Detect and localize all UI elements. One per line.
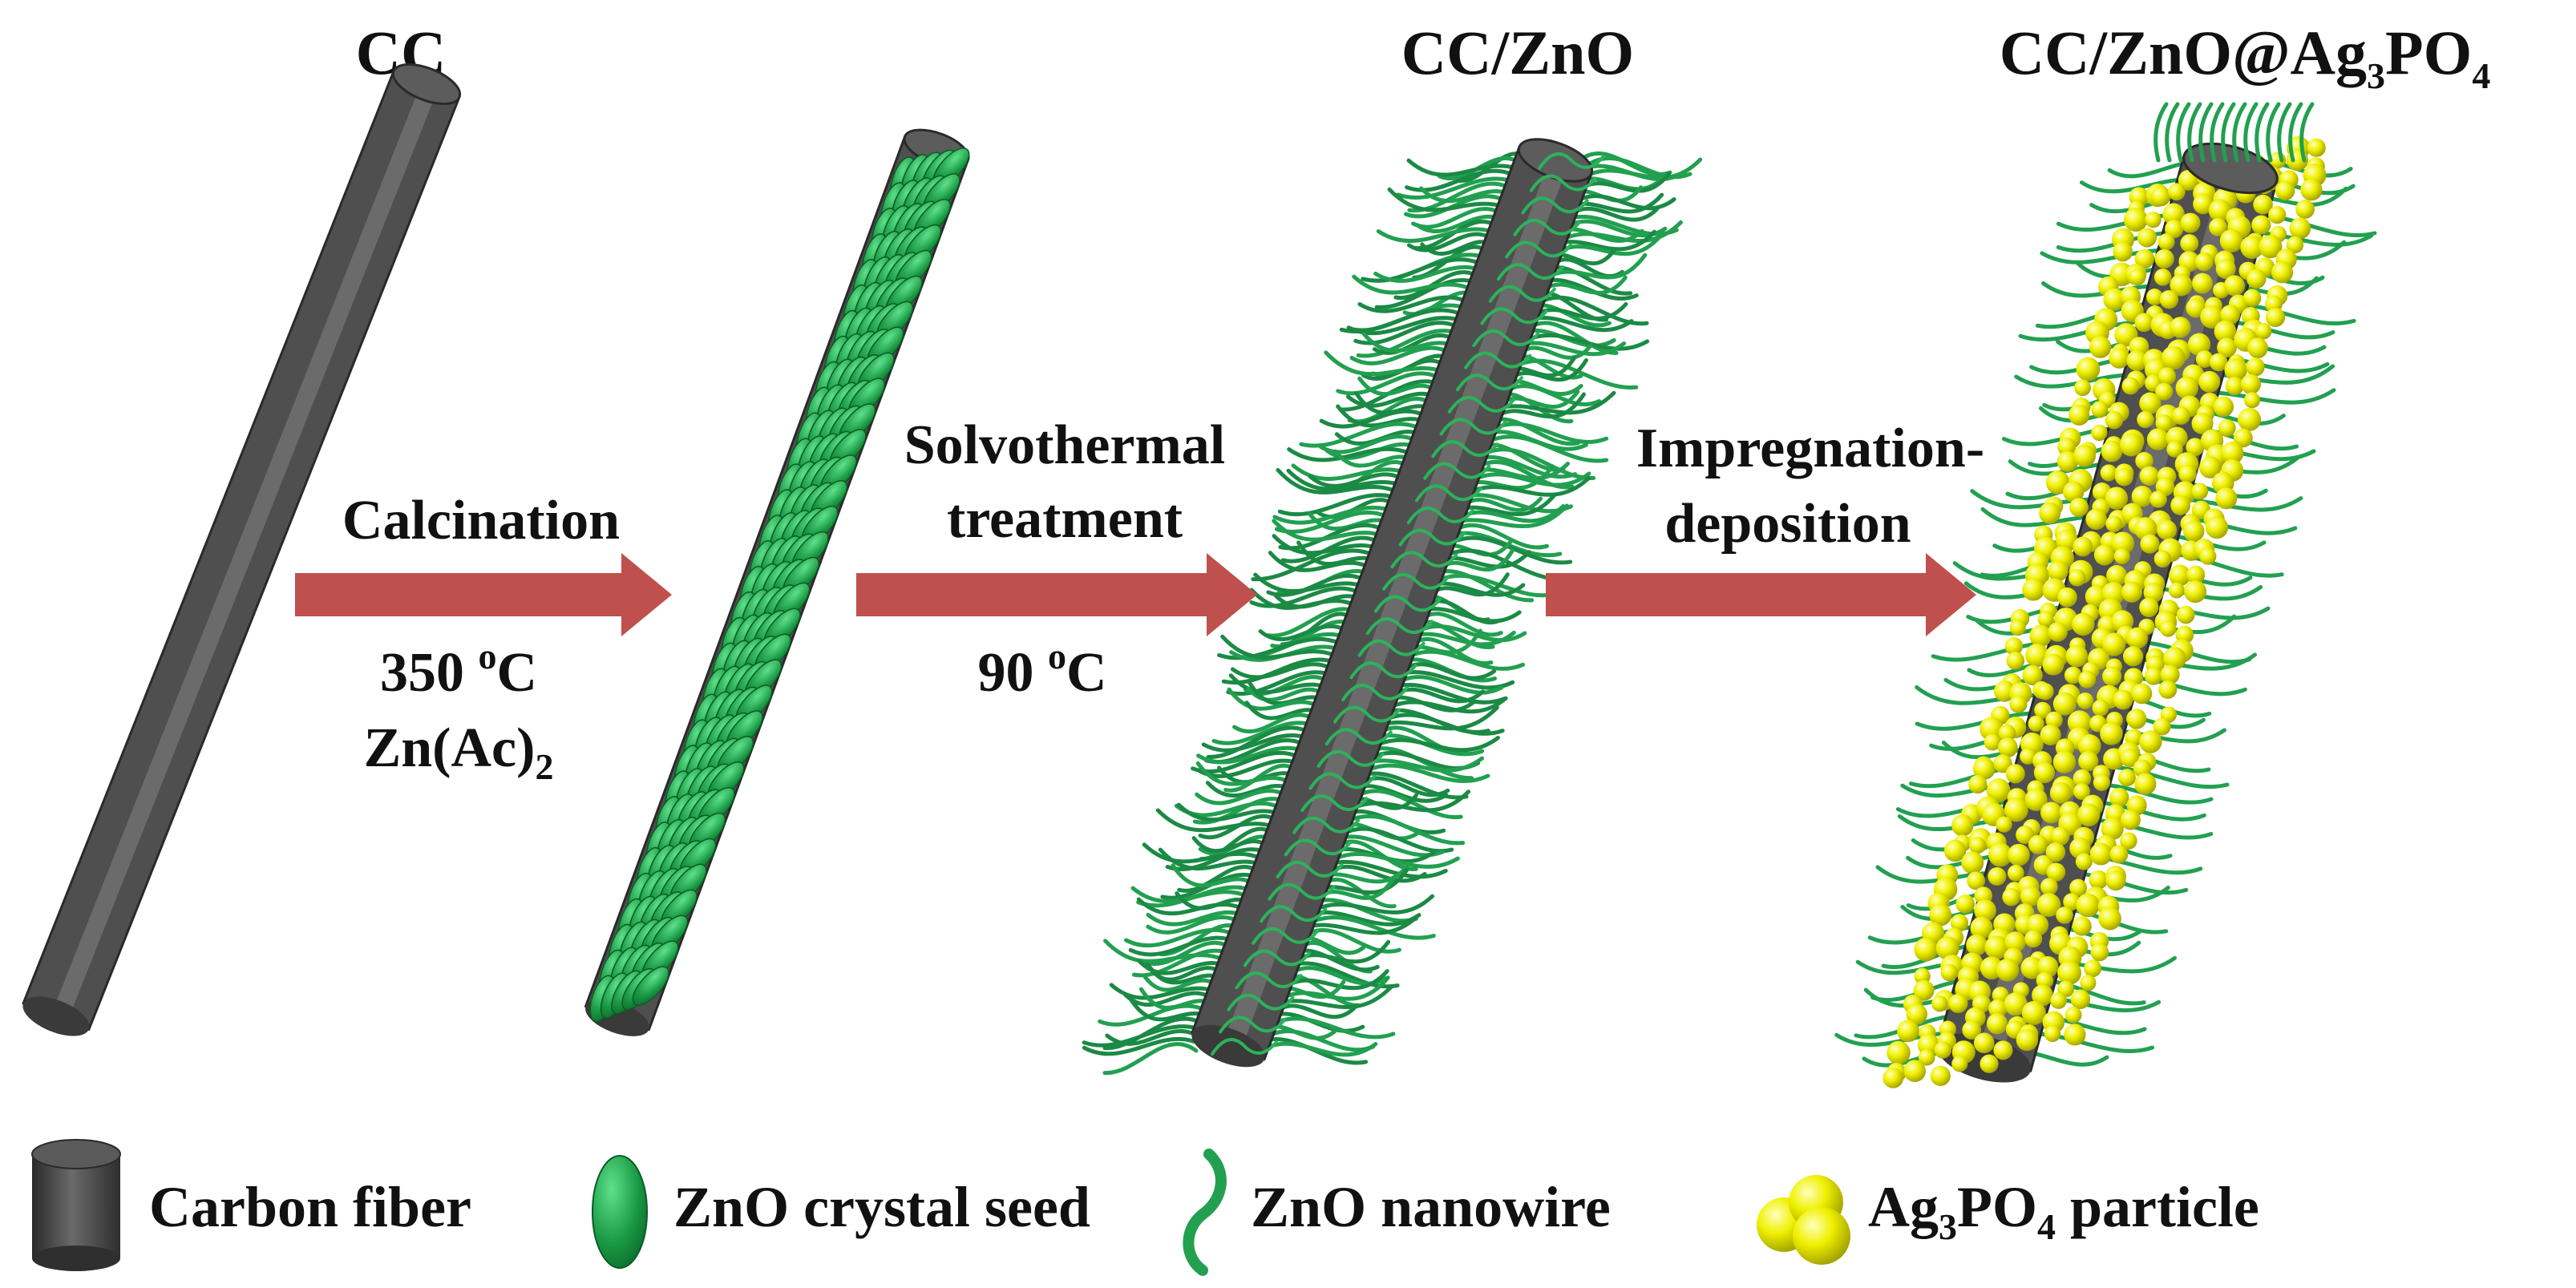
legend-ag3po4-particle-label: Ag3PO4 particle — [1868, 1175, 2259, 1247]
legend-zno-seed-label: ZnO crystal seed — [673, 1175, 1090, 1239]
zno-seed-legend-icon — [592, 1155, 648, 1269]
arrow-impregnation — [1546, 553, 1976, 636]
step-impregnation-label-line2: deposition — [1664, 493, 1911, 555]
step-solvothermal-label-line1: Solvothermal — [904, 414, 1226, 476]
legend-zno-nanowire-label: ZnO nanowire — [1251, 1175, 1611, 1239]
legend: Carbon fiber ZnO crystal seed ZnO nanowi… — [31, 1139, 2259, 1276]
step-calcination-reagent: Zn(Ac)2 — [364, 717, 554, 787]
step-solvothermal-label-line2: treatment — [947, 488, 1183, 550]
arrow-solvothermal — [856, 553, 1257, 636]
arrow-calcination — [295, 553, 672, 636]
title-cc-zno-ag3po4: CC/ZnO@Ag3PO4 — [2000, 18, 2491, 96]
ag3po4-particle-legend-icon — [1757, 1175, 1850, 1265]
step-calcination-temperature: 350 oC — [380, 636, 537, 704]
carbon-fiber-legend-icon — [31, 1139, 121, 1271]
cc-zno-ag3po4 — [1834, 102, 2377, 1088]
carbon-fiber-rod — [22, 63, 462, 1036]
cc-with-zno-seeds — [584, 128, 970, 1036]
cc-zno-nanowires — [1082, 138, 1703, 1076]
legend-carbon-fiber-label: Carbon fiber — [149, 1175, 471, 1239]
step-solvothermal-temperature: 90 oC — [977, 636, 1106, 704]
step-calcination-label: Calcination — [342, 490, 620, 551]
zno-nanowire-legend-icon — [1183, 1149, 1227, 1276]
step-impregnation-label-line1: Impregnation- — [1636, 418, 1984, 479]
title-cc-zno: CC/ZnO — [1401, 18, 1634, 87]
